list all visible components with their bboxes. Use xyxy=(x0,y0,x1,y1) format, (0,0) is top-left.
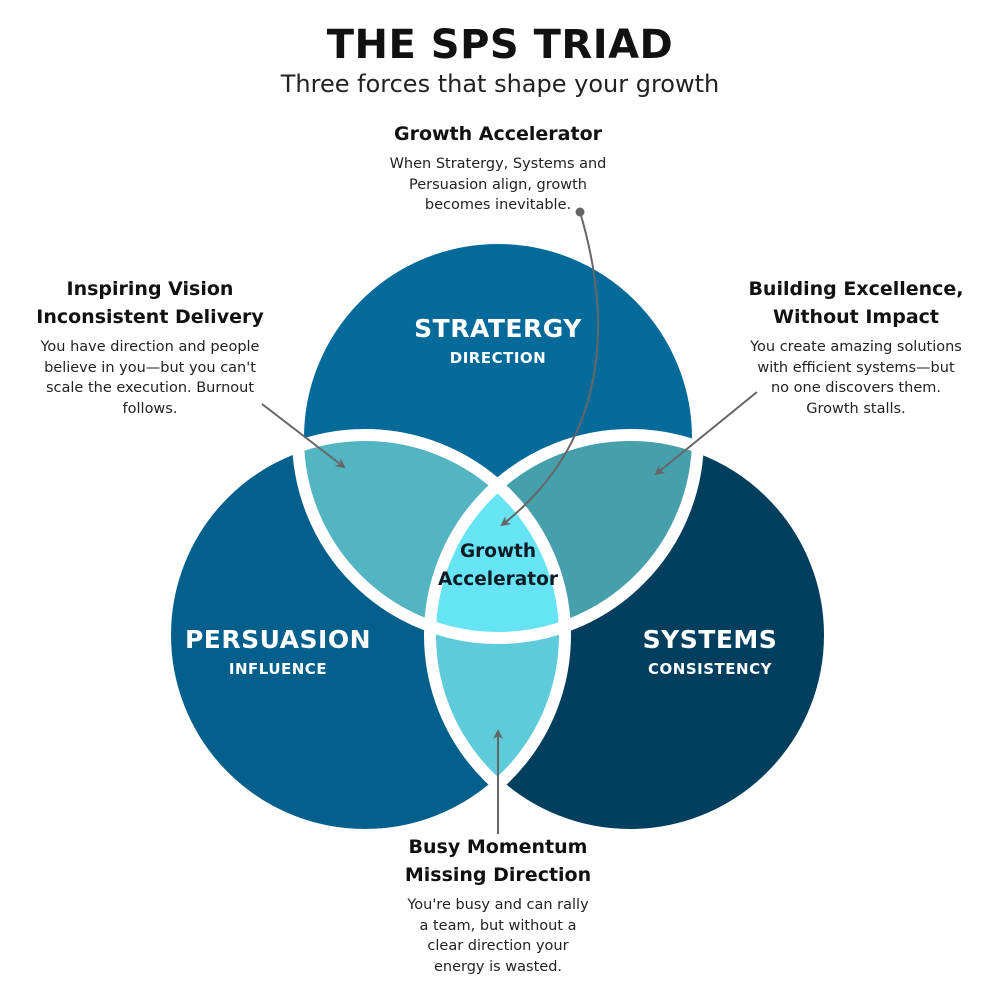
left-callout-body: You have direction and people believe in… xyxy=(20,337,280,419)
strategy-label-group: STRATERGY DIRECTION xyxy=(398,314,598,367)
left-callout-line: You have direction and people xyxy=(40,339,260,355)
right-callout-line: with efficient systems—but xyxy=(757,359,955,376)
persuasion-label-group: PERSUASION INFLUENCE xyxy=(168,625,388,678)
bottom-callout: Busy Momentum Missing Direction You're b… xyxy=(368,833,628,977)
left-callout-title: Inspiring Vision Inconsistent Delivery xyxy=(20,275,280,331)
persuasion-label: PERSUASION xyxy=(184,625,372,654)
left-callout-arrow xyxy=(261,403,346,469)
right-callout: Building Excellence, Without Impact You … xyxy=(720,275,992,419)
persuasion-sublabel: INFLUENCE xyxy=(228,660,328,678)
systems-sublabel: CONSISTENCY xyxy=(648,660,772,678)
left-callout-line: scale the execution. Burnout xyxy=(45,380,255,396)
bottom-callout-title-line: Missing Direction xyxy=(404,864,592,886)
right-callout-body: You create amazing solutions with effici… xyxy=(720,337,992,419)
top-callout: Growth Accelerator When Stratergy, Syste… xyxy=(348,120,648,216)
bottom-callout-line: energy is wasted. xyxy=(433,958,563,975)
top-callout-line: When Stratergy, Systems and xyxy=(389,156,607,172)
systems-label: SYSTEMS xyxy=(642,625,778,654)
top-callout-line: Persuasion align, growth xyxy=(408,176,587,193)
right-callout-arrow xyxy=(654,391,758,476)
left-callout-title-line: Inconsistent Delivery xyxy=(36,306,264,328)
center-overlap xyxy=(430,435,565,638)
top-callout-body: When Stratergy, Systems and Persuasion a… xyxy=(348,154,648,216)
right-callout-title-line: Building Excellence, xyxy=(748,278,964,300)
center-label-line-2: Accelerator xyxy=(438,569,558,590)
bottom-callout-title-line: Busy Momentum xyxy=(408,836,588,858)
right-callout-title: Building Excellence, Without Impact xyxy=(720,275,992,331)
left-callout-line: follows. xyxy=(122,400,178,417)
top-callout-arrow xyxy=(500,211,600,527)
center-label: Growth Accelerator xyxy=(418,538,578,594)
center-label-line-1: Growth xyxy=(459,541,537,562)
bottom-callout-title: Busy Momentum Missing Direction xyxy=(368,833,628,889)
bottom-callout-line: clear direction your xyxy=(427,938,569,954)
circle-outlines xyxy=(159,232,836,841)
right-callout-line: no one discovers them. xyxy=(770,380,942,396)
right-callout-line: You create amazing solutions xyxy=(750,339,962,355)
left-callout: Inspiring Vision Inconsistent Delivery Y… xyxy=(20,275,280,419)
right-callout-line: Growth stalls. xyxy=(806,400,906,417)
bottom-callout-line: You're busy and can rally xyxy=(407,897,589,913)
bottom-callout-body: You're busy and can rally a team, but wi… xyxy=(368,895,628,977)
left-callout-line: believe in you—but you can't xyxy=(44,359,256,376)
strategy-sublabel: DIRECTION xyxy=(449,349,547,367)
page-subtitle: Three forces that shape your growth xyxy=(280,70,720,98)
systems-label-group: SYSTEMS CONSISTENCY xyxy=(600,625,820,678)
right-callout-title-line: Without Impact xyxy=(773,306,939,328)
strategy-label: STRATERGY xyxy=(414,314,582,343)
top-callout-title: Growth Accelerator xyxy=(393,123,602,145)
page-title: THE SPS TRIAD xyxy=(326,22,674,68)
top-callout-line: becomes inevitable. xyxy=(424,197,572,213)
left-callout-title-line: Inspiring Vision xyxy=(66,278,234,300)
bottom-callout-line: a team, but without a xyxy=(419,917,577,934)
